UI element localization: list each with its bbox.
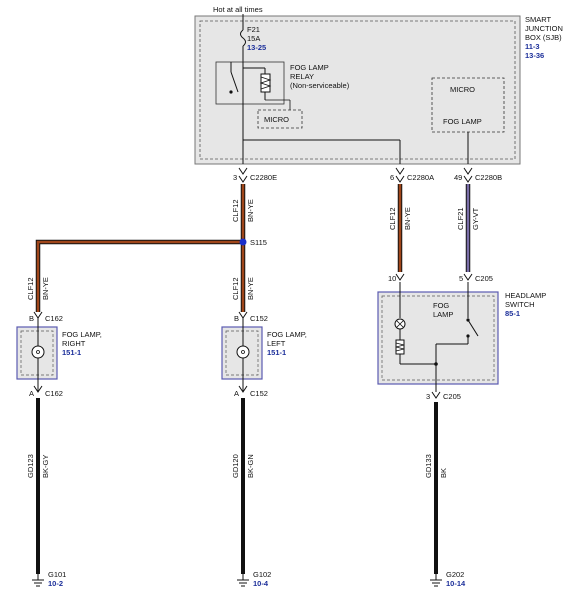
w2-circuit: CLF12 (388, 207, 397, 230)
g202-name: G202 (446, 570, 464, 579)
w2-color: BN-YE (403, 207, 412, 230)
g101-name: G101 (48, 570, 66, 579)
w8-color: BK (439, 468, 448, 478)
c4-pin: 10 (388, 274, 396, 283)
wire-s115-to-right-lamp (36, 240, 243, 312)
w7-color: BK-GN (246, 454, 255, 478)
relay-line2: RELAY (290, 72, 314, 81)
switch-contact (467, 319, 479, 337)
g102-ref: 10-4 (253, 579, 269, 588)
w5-color: BN-YE (246, 277, 255, 300)
sjb-title1: SMART (525, 15, 552, 24)
c2-pin: 6 (390, 173, 394, 182)
splice-name: S115 (250, 238, 267, 247)
fog-left-line1: FOG LAMP, (267, 330, 307, 339)
micro-sub: FOG LAMP (443, 117, 482, 126)
c2-name: C2280A (407, 173, 434, 182)
c162a-pin: B (29, 314, 34, 323)
fog-left-ref: 151-1 (267, 348, 286, 357)
w6-circuit: GD123 (26, 454, 35, 478)
c152a-name: C152 (250, 314, 268, 323)
g101-ref: 10-2 (48, 579, 63, 588)
sjb-title3: BOX (SJB) (525, 33, 562, 42)
ground-symbol-g202 (430, 574, 442, 587)
c152b-name: C152 (250, 389, 268, 398)
c152b-pin: A (234, 389, 239, 398)
w1-circuit: CLF12 (231, 199, 240, 222)
sjb-inner-dashed (199, 20, 516, 160)
sjb-ref1: 11-3 (525, 42, 540, 51)
c162b-pin: A (29, 389, 34, 398)
c162a-name: C162 (45, 314, 63, 323)
c6-name: C205 (443, 392, 461, 401)
fog-left-line2: LEFT (267, 339, 286, 348)
w4-circuit: CLF12 (26, 277, 35, 300)
fuse-rating: 15A (247, 34, 260, 43)
switch-ref: 85-1 (505, 309, 520, 318)
g202-ref: 10-14 (446, 579, 466, 588)
c1-pin: 3 (233, 173, 237, 182)
c5-name: C205 (475, 274, 493, 283)
ground-symbol-g102 (237, 574, 249, 587)
sjb-ref2: 13-36 (525, 51, 544, 60)
w1-color: BN-YE (246, 199, 255, 222)
relay-line3: (Non-serviceable) (290, 81, 350, 90)
g102-name: G102 (253, 570, 271, 579)
c152a-pin: B (234, 314, 239, 323)
relay-coil (260, 73, 271, 93)
fog-right-ref: 151-1 (62, 348, 81, 357)
relay-micro-box (257, 109, 303, 129)
switch-lamp2: LAMP (433, 310, 453, 319)
switch-line2: SWITCH (505, 300, 535, 309)
feed-label: Hot at all times (213, 5, 263, 14)
relay-line1: FOG LAMP (290, 63, 329, 72)
c162b-name: C162 (45, 389, 63, 398)
fog-right-line2: RIGHT (62, 339, 86, 348)
ground-symbol-g101 (32, 574, 44, 587)
w3-circuit: CLF21 (456, 207, 465, 230)
headlamp-switch-box (377, 291, 499, 385)
micro-title: MICRO (450, 85, 475, 94)
c3-name: C2280B (475, 173, 502, 182)
splice-dot (239, 238, 247, 246)
c3-pin: 49 (454, 173, 462, 182)
w4-color: BN-YE (41, 277, 50, 300)
fog-lamp-right-icon (31, 345, 45, 359)
w5-circuit: CLF12 (231, 277, 240, 300)
fuse-ref: 13-25 (247, 43, 266, 52)
w7-circuit: GD120 (231, 454, 240, 478)
switch-lamp1: FOG (433, 301, 449, 310)
fog-right-line1: FOG LAMP, (62, 330, 102, 339)
w3-color: GY-VT (471, 207, 480, 230)
c5-pin: 5 (459, 274, 463, 283)
relay-box (215, 61, 285, 105)
fog-lamp-left-icon (236, 345, 250, 359)
sjb-title2: JUNCTION (525, 24, 563, 33)
switch-line1: HEADLAMP (505, 291, 546, 300)
w6-color: BK-GY (41, 455, 50, 478)
relay-micro: MICRO (264, 115, 289, 124)
w8-circuit: GD133 (424, 454, 433, 478)
fuse-symbol (240, 29, 246, 47)
c6-pin: 3 (426, 392, 430, 401)
fuse-name: F21 (247, 25, 260, 34)
c1-name: C2280E (250, 173, 277, 182)
sjb-box (194, 15, 521, 165)
